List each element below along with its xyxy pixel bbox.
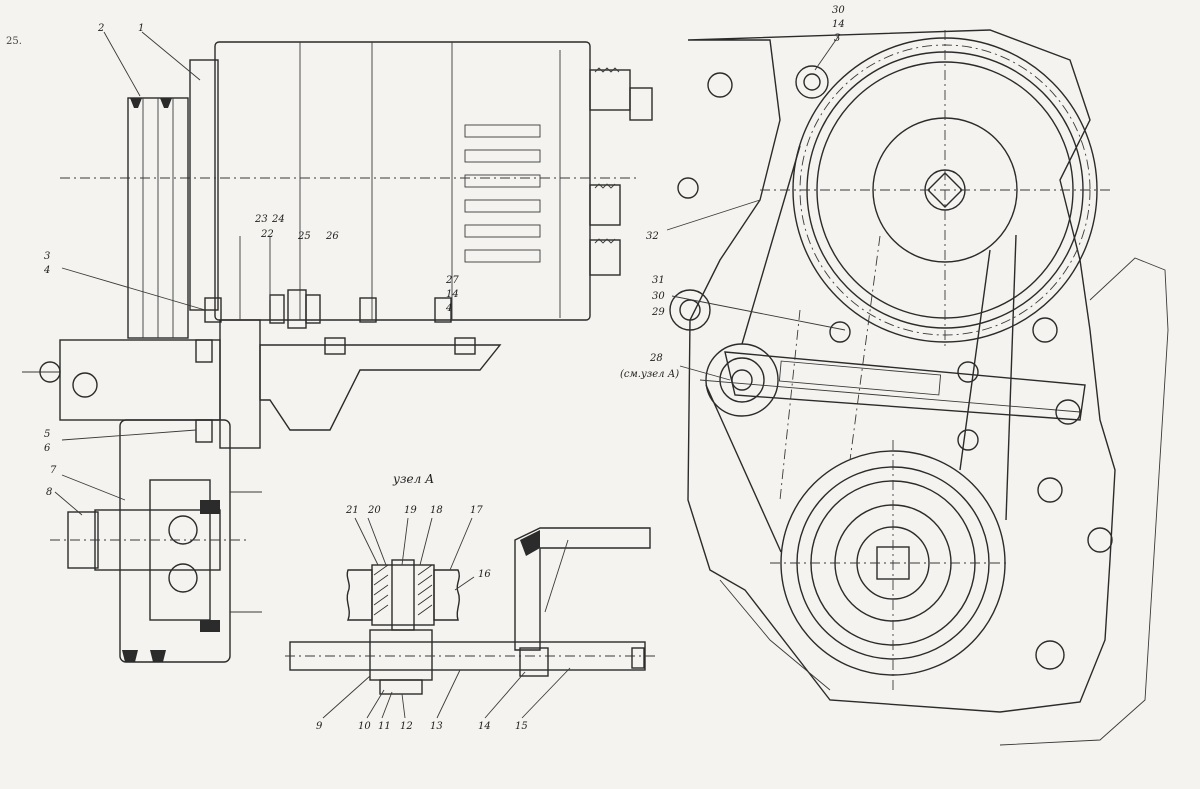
callout-14: 14: [446, 289, 459, 300]
generator-side-view: [22, 31, 653, 663]
callout-14-top: 14: [832, 19, 845, 30]
callout-27: 27: [446, 275, 459, 286]
callout-4b: 4: [446, 303, 453, 314]
detail-a-view: [285, 517, 655, 719]
callout-1: 1: [138, 23, 145, 34]
callout-3-top: 3: [834, 33, 841, 44]
callout-22: 22: [261, 229, 274, 240]
callout-11: 11: [378, 721, 391, 732]
callout-7: 7: [50, 465, 57, 476]
callout-9: 9: [316, 721, 323, 732]
callout-31: 31: [652, 275, 665, 286]
callout-18: 18: [430, 505, 443, 516]
callout-3: 3: [44, 251, 51, 262]
callout-28: 28: [650, 353, 663, 364]
callout-17: 17: [470, 505, 483, 516]
detail-title: узел А: [393, 472, 435, 486]
callout-8: 8: [46, 487, 53, 498]
callout-24: 24: [272, 214, 285, 225]
callout-19: 19: [404, 505, 417, 516]
callout-6: 6: [44, 443, 51, 454]
callout-29: 29: [652, 307, 665, 318]
callout-23: 23: [255, 214, 268, 225]
callout-12: 12: [400, 721, 413, 732]
callout-14-detail: 14: [478, 721, 491, 732]
callout-16: 16: [478, 569, 491, 580]
callout-13: 13: [430, 721, 443, 732]
callout-10: 10: [358, 721, 371, 732]
callout-2: 2: [98, 23, 105, 34]
callout-25: 25: [298, 231, 311, 242]
callout-5: 5: [44, 429, 51, 440]
callout-30: 30: [652, 291, 665, 302]
belt-drive-view: [666, 29, 1169, 746]
callout-26: 26: [326, 231, 339, 242]
callout-21: 21: [346, 505, 359, 516]
pulley-upper: [127, 97, 189, 339]
callout-4: 4: [44, 265, 51, 276]
vent-slots: [464, 124, 541, 263]
callout-32: 32: [646, 231, 659, 242]
callout-30-top: 30: [832, 5, 845, 16]
callout-see-detail-a: (см.узел А): [620, 369, 680, 380]
callout-15: 15: [515, 721, 528, 732]
bearing-hatch: [373, 564, 433, 616]
pulley-lower: [50, 419, 262, 663]
page-mark: 25.: [6, 36, 22, 47]
callout-20: 20: [368, 505, 381, 516]
